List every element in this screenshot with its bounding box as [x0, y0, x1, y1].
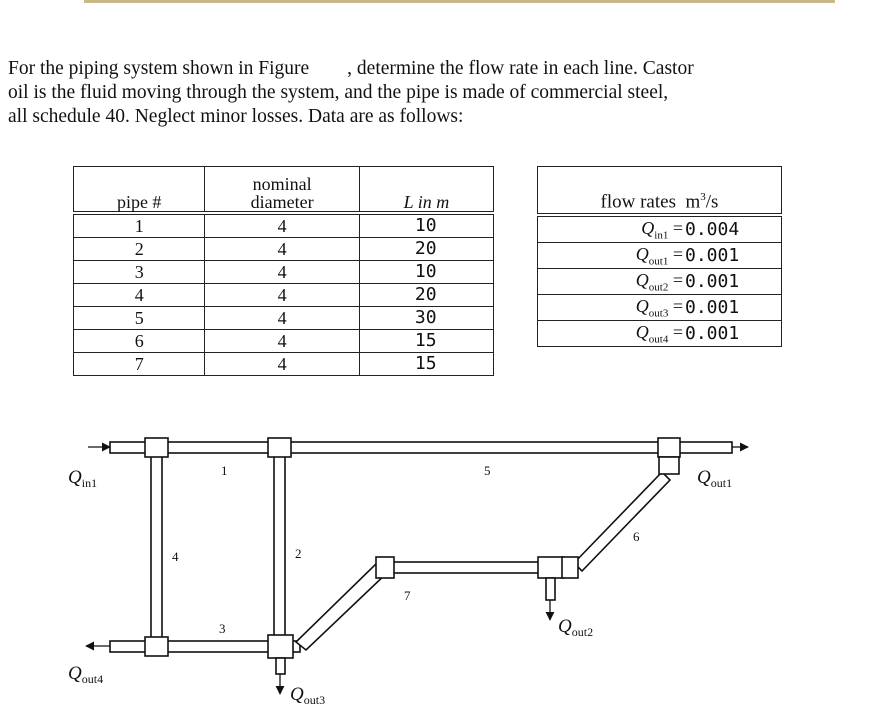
problem-line-1: For the piping system shown in Figure , d… — [8, 57, 888, 81]
flow-table-header: flow rates m3/s — [537, 166, 782, 217]
diameter-cell: 4 — [204, 283, 360, 307]
label-pipe-5: 5 — [484, 463, 491, 478]
length-cell: 10 — [358, 260, 494, 284]
table-row: Qin1 =0.004 — [537, 214, 782, 243]
label-pipe-7: 7 — [404, 588, 411, 603]
length-cell: 15 — [358, 352, 494, 376]
tee-bottom-left — [144, 636, 169, 657]
flow-value-cell: 0.001 — [685, 268, 782, 295]
tee-mid-right — [537, 556, 565, 579]
pipe-number-cell: 4 — [73, 283, 205, 307]
header-length: L in m — [358, 166, 494, 215]
problem-line-3: all schedule 40. Neglect minor losses. D… — [8, 106, 464, 127]
elbow-right-7 — [561, 556, 579, 579]
diameter-cell: 4 — [204, 306, 360, 330]
pipe-6-diagonal — [572, 470, 672, 573]
problem-text-1a: For the piping system shown in Figure — [8, 58, 310, 79]
table-row: Qout4 =0.001 — [537, 320, 782, 347]
label-pipe-6: 6 — [633, 529, 640, 544]
flow-label-cell: Qout2 = — [537, 268, 685, 295]
diameter-cell: 4 — [204, 237, 360, 261]
flow-label-cell: Qout1 = — [537, 242, 685, 269]
length-cell: 20 — [358, 283, 494, 307]
label-q-out1: Qout1 — [697, 467, 732, 490]
stub-out3 — [275, 657, 286, 675]
problem-text-1b: , determine the flow rate in each line. … — [347, 58, 694, 79]
tee-top-right — [657, 437, 681, 458]
elbow-6-top — [658, 456, 680, 475]
flow-label-cell: Qout4 = — [537, 320, 685, 347]
piping-system-diagram: 1 2 3 4 5 6 7 Qin1 Qout1 Qout2 Qout3 Qou… — [68, 437, 749, 707]
cross-bottom-mid — [267, 634, 294, 659]
stub-out2 — [545, 577, 556, 601]
label-pipe-3: 3 — [219, 621, 226, 636]
pipe-number-cell: 6 — [73, 329, 205, 353]
flow-label-cell: Qin1 = — [537, 214, 685, 243]
label-q-out2: Qout2 — [558, 616, 593, 639]
table-row: Qout3 =0.001 — [537, 294, 782, 321]
length-cell: 15 — [358, 329, 494, 353]
pipe-number-cell: 5 — [73, 306, 205, 330]
pipe-number-cell: 1 — [73, 212, 205, 238]
label-q-in1: Qin1 — [68, 467, 97, 490]
table-row: Qout2 =0.001 — [537, 268, 782, 295]
length-cell: 30 — [358, 306, 494, 330]
length-cell: 10 — [358, 212, 494, 238]
label-q-out3: Qout3 — [290, 684, 325, 707]
pipe-4 — [150, 452, 163, 642]
pipe-2 — [273, 452, 286, 642]
tee-top-left — [144, 437, 169, 458]
diameter-cell: 4 — [204, 352, 360, 376]
tee-top-mid — [267, 437, 292, 458]
flow-value-cell: 0.004 — [685, 214, 782, 243]
label-q-out4: Qout4 — [68, 663, 103, 686]
diameter-cell: 4 — [204, 260, 360, 284]
flow-value-cell: 0.001 — [685, 294, 782, 321]
pipe-number-cell: 7 — [73, 352, 205, 376]
flow-value-cell: 0.001 — [685, 320, 782, 347]
label-pipe-4: 4 — [172, 549, 179, 564]
pipe-number-cell: 3 — [73, 260, 205, 284]
label-pipe-2: 2 — [295, 546, 302, 561]
problem-line-2: oil is the fluid moving through the syst… — [8, 82, 669, 103]
diameter-cell: 4 — [204, 212, 360, 238]
table-row: Qout1 =0.001 — [537, 242, 782, 269]
header-flow-rates: flow rates m3/s — [537, 166, 782, 217]
flow-label-cell: Qout3 = — [537, 294, 685, 321]
flow-value-cell: 0.001 — [685, 242, 782, 269]
top-divider — [84, 0, 835, 3]
elbow-left-7 — [375, 556, 395, 579]
length-cell: 20 — [358, 237, 494, 261]
header-pipe-number: pipe # — [73, 166, 205, 215]
diameter-cell: 4 — [204, 329, 360, 353]
pipe-1-5-top — [109, 441, 733, 454]
pipe-number-cell: 2 — [73, 237, 205, 261]
label-pipe-1: 1 — [221, 463, 228, 478]
problem-statement: For the piping system shown in Figure , d… — [8, 57, 888, 129]
